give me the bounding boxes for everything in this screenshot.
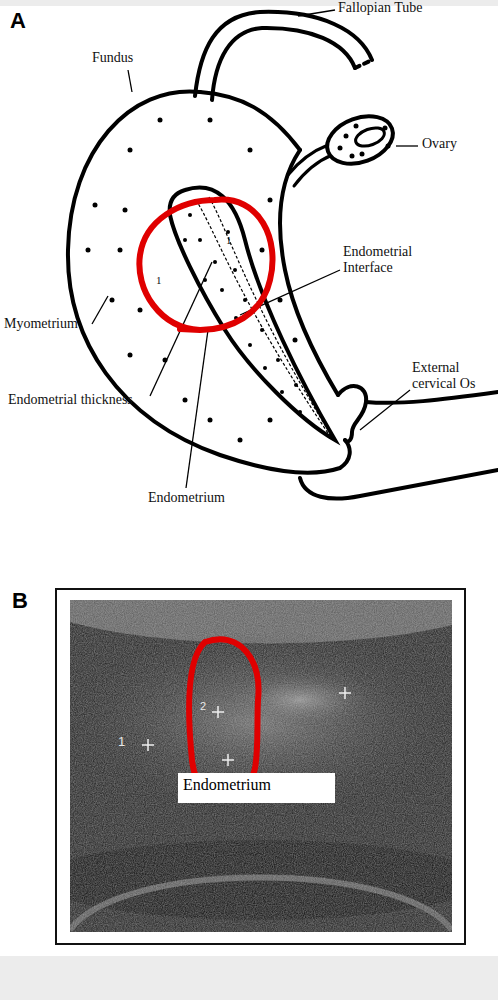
- red-annotation: [139, 200, 272, 330]
- box-text: Endometrium: [183, 776, 330, 794]
- panel-letter: B: [12, 588, 28, 613]
- part-name: Endometrial Interface: [343, 244, 461, 276]
- ultrasound-image: [70, 600, 452, 932]
- part-name: Endometrium: [148, 490, 225, 506]
- part-name: External cervical Os: [412, 360, 494, 392]
- callout-number: 1: [118, 735, 125, 750]
- callout-number: 2: [200, 700, 206, 713]
- bottom-band: [0, 956, 498, 1000]
- ovary-drawing: [321, 108, 400, 173]
- part-name: Fundus: [92, 50, 133, 66]
- part-name: Endometrial thickness: [8, 392, 133, 408]
- image-frame: [56, 589, 465, 944]
- callout-number: 1: [226, 234, 232, 247]
- part-name: Fallopian Tube: [338, 0, 422, 16]
- panel-letter: A: [10, 8, 26, 33]
- caliper-marks: [142, 687, 351, 766]
- uterus-drawing: [68, 12, 498, 499]
- part-name: Myometrium: [4, 316, 78, 332]
- callout-number: 1: [156, 274, 162, 287]
- part-name: Ovary: [422, 136, 457, 152]
- label-box: Endometrium: [178, 773, 335, 803]
- top-band: [0, 0, 498, 6]
